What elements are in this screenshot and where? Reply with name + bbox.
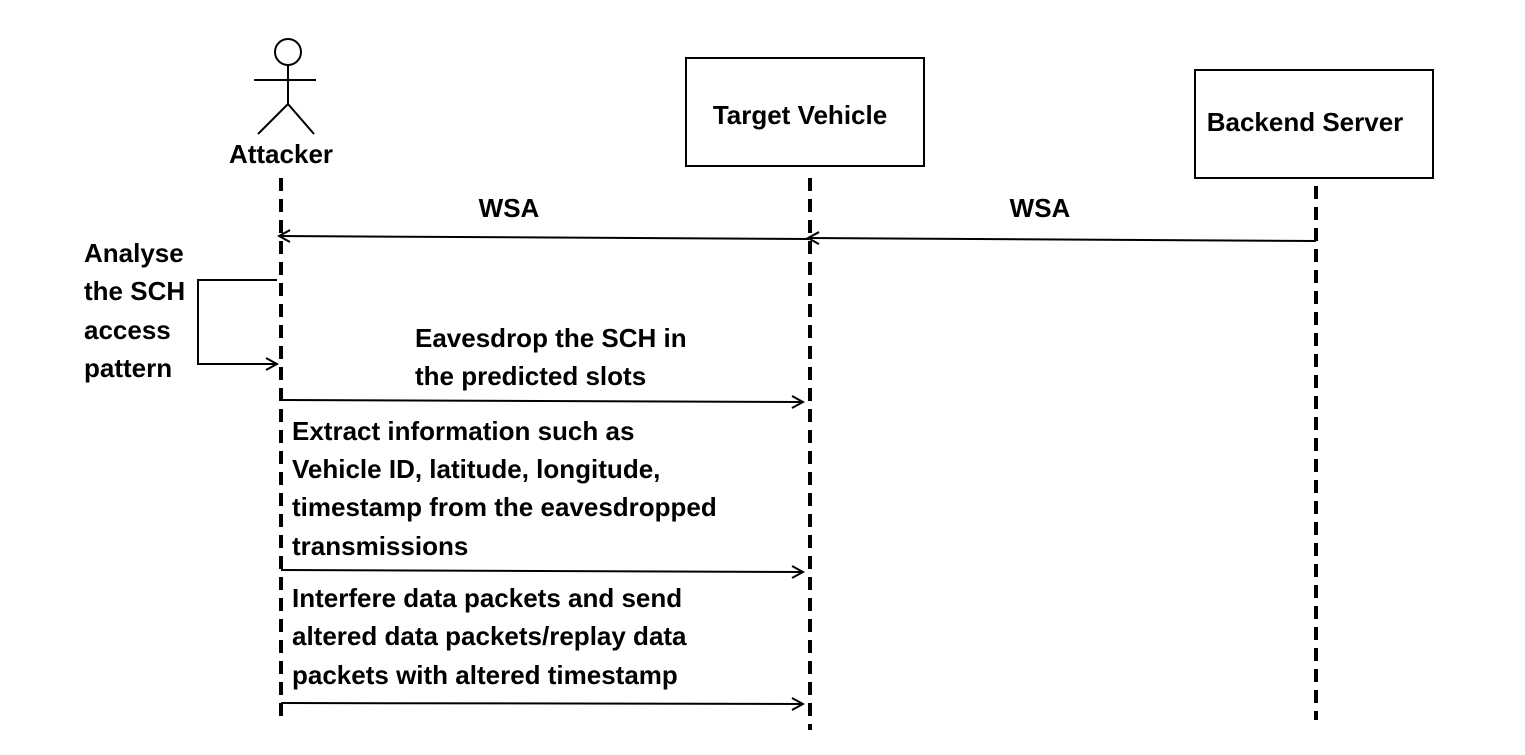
- attacker-actor-icon: [254, 38, 316, 135]
- attacker-label: Attacker: [229, 139, 333, 169]
- wsa-label-left: WSA: [479, 193, 540, 223]
- self-message-arrow: [197, 279, 277, 364]
- interfere-line-3: packets with altered timestamp: [292, 660, 678, 690]
- eavesdrop-line-1: Eavesdrop the SCH in: [415, 323, 687, 353]
- backend-server-box: [1194, 69, 1434, 179]
- wsa-label-right: WSA: [1010, 193, 1071, 223]
- analyse-line-1: Analyse: [84, 238, 184, 268]
- target-vehicle-box: [685, 57, 925, 167]
- wsa-arrow-backend-to-vehicle: [808, 238, 1317, 241]
- eavesdrop-line-2: the predicted slots: [415, 361, 646, 391]
- extract-line-1: Extract information such as: [292, 416, 634, 446]
- analyse-line-2: the SCH: [84, 276, 185, 306]
- eavesdrop-arrow: [280, 400, 803, 402]
- interfere-arrow: [280, 703, 803, 704]
- target-vehicle-label: Target Vehicle: [713, 100, 887, 130]
- extract-line-3: timestamp from the eavesdropped: [292, 492, 717, 522]
- analyse-line-4: pattern: [84, 353, 172, 383]
- wsa-arrow-vehicle-to-attacker: [279, 236, 810, 239]
- extract-line-4: transmissions: [292, 531, 468, 561]
- extract-arrow: [280, 570, 803, 572]
- analyse-line-3: access: [84, 315, 171, 345]
- backend-server-label: Backend Server: [1207, 107, 1404, 137]
- interfere-line-2: altered data packets/replay data: [292, 621, 687, 651]
- interfere-line-1: Interfere data packets and send: [292, 583, 682, 613]
- extract-line-2: Vehicle ID, latitude, longitude,: [292, 454, 660, 484]
